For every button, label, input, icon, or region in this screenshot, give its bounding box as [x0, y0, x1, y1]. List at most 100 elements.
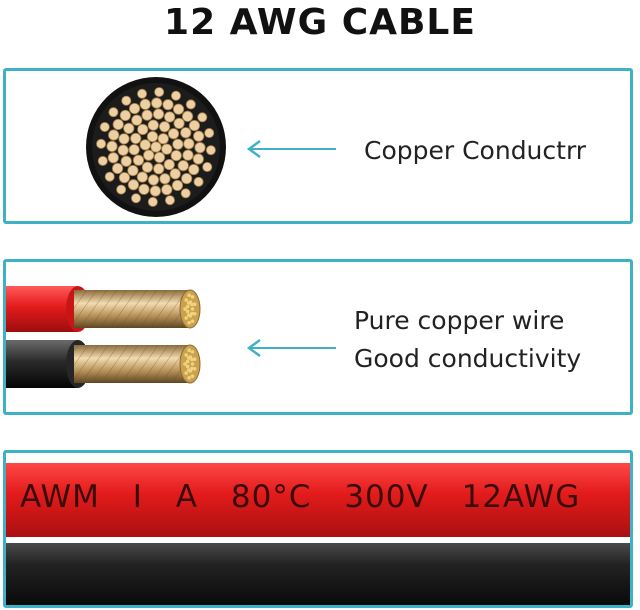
copper-strand	[117, 144, 129, 156]
copper-strand	[97, 155, 108, 166]
copper-strand	[192, 153, 204, 165]
copper-strands	[96, 87, 216, 207]
copper-strand	[139, 98, 151, 110]
strand-end-dot	[190, 307, 195, 311]
copper-strand	[183, 138, 195, 150]
copper-strand	[132, 154, 145, 166]
caption-pure-copper: Pure copper wire	[354, 306, 565, 335]
copper-strand	[169, 168, 181, 180]
copper-strand	[138, 183, 150, 195]
caption-good-conductivity: Good conductivity	[354, 344, 582, 373]
copper-strand	[182, 149, 194, 161]
copper-strand	[205, 145, 216, 156]
copper-strand	[164, 195, 175, 206]
copper-strand	[147, 119, 159, 131]
cross-section-panel: Copper Conductrr	[3, 68, 633, 224]
copper-strand	[177, 160, 189, 172]
strand-end-dot	[192, 311, 197, 316]
copper-strand	[128, 144, 140, 156]
strand-end-dots	[183, 293, 197, 380]
strand-end-dot	[190, 357, 194, 362]
copper-strand	[149, 185, 161, 197]
strand-end-dot	[183, 362, 187, 366]
copper-strand	[159, 173, 171, 185]
copper-strand	[204, 128, 215, 139]
copper-strand	[170, 149, 182, 162]
copper-strand	[157, 133, 169, 145]
strand-end-dot	[190, 374, 195, 378]
copper-strand	[180, 188, 191, 199]
copper-strand	[121, 95, 132, 106]
copper-strand	[153, 151, 166, 164]
cable-marking-text: AWM I A 80°C 300V 12AWG	[20, 479, 620, 515]
copper-strand	[171, 179, 184, 192]
copper-strand	[123, 122, 135, 134]
black-jacket	[6, 543, 630, 605]
strand-end-dot	[190, 302, 194, 307]
strand-end-dot	[190, 319, 195, 323]
copper-strand	[172, 138, 184, 150]
copper-strand	[202, 161, 213, 172]
copper-strand	[141, 109, 153, 121]
copper-strand	[106, 140, 118, 152]
copper-strand	[118, 133, 130, 145]
copper-strand	[167, 128, 180, 140]
copper-strand	[104, 171, 115, 182]
strand-end-dot	[184, 353, 188, 357]
copper-strand	[150, 141, 162, 153]
cable-cross-section	[86, 77, 226, 217]
strand-end-dot	[185, 309, 190, 314]
copper-strand	[162, 99, 174, 111]
strand-end-dot	[187, 348, 191, 353]
copper-strand	[163, 158, 175, 171]
copper-strand	[116, 184, 127, 195]
copper-strand	[173, 117, 185, 130]
copper-strand	[131, 193, 142, 204]
copper-strand	[137, 88, 148, 99]
strand-end-dot	[186, 368, 191, 372]
copper-strand	[120, 155, 132, 167]
red-jacket	[6, 463, 630, 539]
copper-strand	[197, 112, 208, 123]
copper-strand	[128, 102, 141, 115]
copper-strand	[130, 132, 142, 145]
page-title: 12 AWG CABLE	[164, 2, 476, 43]
copper-strand	[127, 164, 139, 177]
copper-strand	[161, 184, 173, 196]
strand-end-dot	[185, 364, 190, 369]
copper-strand	[172, 103, 185, 115]
stripped-wire-panel: Pure copper wire Good conductivity	[3, 259, 633, 415]
copper-strand	[154, 87, 165, 98]
copper-strand	[194, 142, 206, 154]
copper-strand	[181, 110, 194, 122]
copper-strand	[143, 149, 155, 161]
strand-end-dot	[183, 307, 187, 311]
copper-strand	[181, 172, 193, 185]
strand-end-dot	[190, 350, 195, 354]
marking-token: I	[132, 479, 143, 515]
marking-token: 80°C	[230, 479, 312, 515]
copper-strand	[137, 123, 149, 136]
strand-end-dot	[190, 362, 195, 366]
copper-strand	[147, 174, 160, 186]
marking-token: AWM	[20, 479, 100, 515]
copper-strand	[107, 152, 119, 164]
left-arrow-icon	[246, 139, 336, 159]
copper-strand	[152, 108, 165, 120]
copper-strand	[180, 127, 192, 139]
cable-marking-panel: AWM I A 80°C 300V 12AWG	[3, 450, 633, 608]
copper-strand	[141, 161, 154, 173]
copper-strand	[139, 139, 151, 151]
copper-strand	[99, 122, 110, 133]
strand-end-dot	[187, 375, 191, 380]
strand-end-dot	[187, 320, 191, 325]
copper-strand	[108, 129, 120, 141]
copper-strand	[131, 114, 143, 126]
copper-strand	[146, 130, 159, 143]
copper-strand	[119, 109, 131, 122]
copper-strand	[108, 107, 119, 118]
strand-end-dot	[184, 298, 188, 302]
copper-strand	[188, 119, 201, 132]
copper-strand	[112, 118, 124, 131]
copper-strand	[96, 138, 107, 149]
